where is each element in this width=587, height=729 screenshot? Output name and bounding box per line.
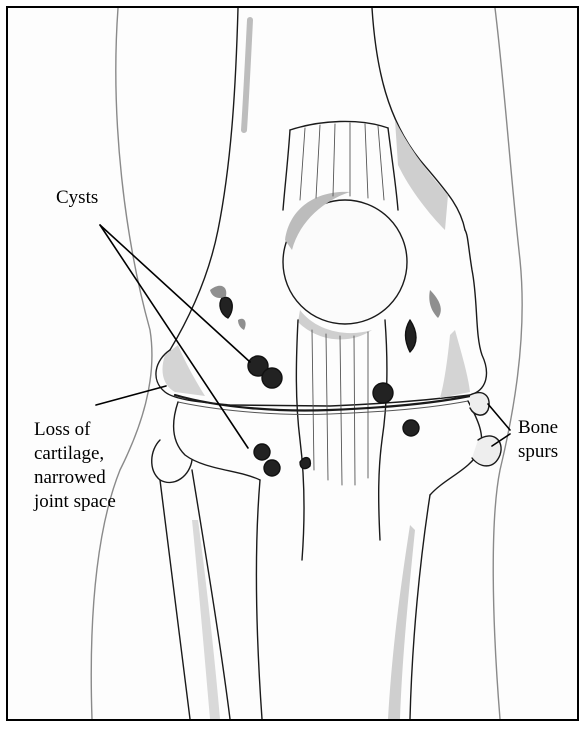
cartilage-label: Loss of cartilage, narrowed joint space <box>34 418 116 514</box>
joint-line <box>175 395 470 410</box>
cyst <box>220 297 232 318</box>
tibia-plateau <box>174 402 260 480</box>
cartilage-pointer <box>96 386 166 405</box>
quad-tendon-fibers <box>300 123 384 200</box>
patellar-tendon-left <box>296 320 304 560</box>
femur-shade-left <box>244 20 250 130</box>
leg-outline-left <box>91 8 152 719</box>
lateral-condyle-shade <box>440 330 470 398</box>
spurs-pointer-upper <box>488 404 510 430</box>
quad-tendon-left <box>283 130 290 210</box>
cysts-label: Cysts <box>56 186 98 210</box>
cyst <box>406 320 417 352</box>
medial-condyle-shade <box>162 345 205 396</box>
cysts-group <box>220 297 419 476</box>
cyst <box>264 460 280 476</box>
bone-spur-upper <box>470 393 489 415</box>
femur-shade <box>395 120 448 230</box>
cyst <box>403 420 419 436</box>
cyst <box>373 383 393 403</box>
bone-spur-lower <box>472 436 501 466</box>
fibula-shaft-left <box>160 480 190 719</box>
cyst <box>254 444 270 460</box>
leg-outline-right <box>493 8 522 719</box>
cyst <box>262 368 282 388</box>
fibula-head <box>152 440 192 482</box>
tibia-right-plateau <box>430 401 482 495</box>
cyst <box>300 458 310 469</box>
tibia-shaft-left <box>256 480 262 719</box>
bone-spurs-label: Bone spurs <box>518 416 558 464</box>
patellar-tendon-right <box>379 320 387 540</box>
